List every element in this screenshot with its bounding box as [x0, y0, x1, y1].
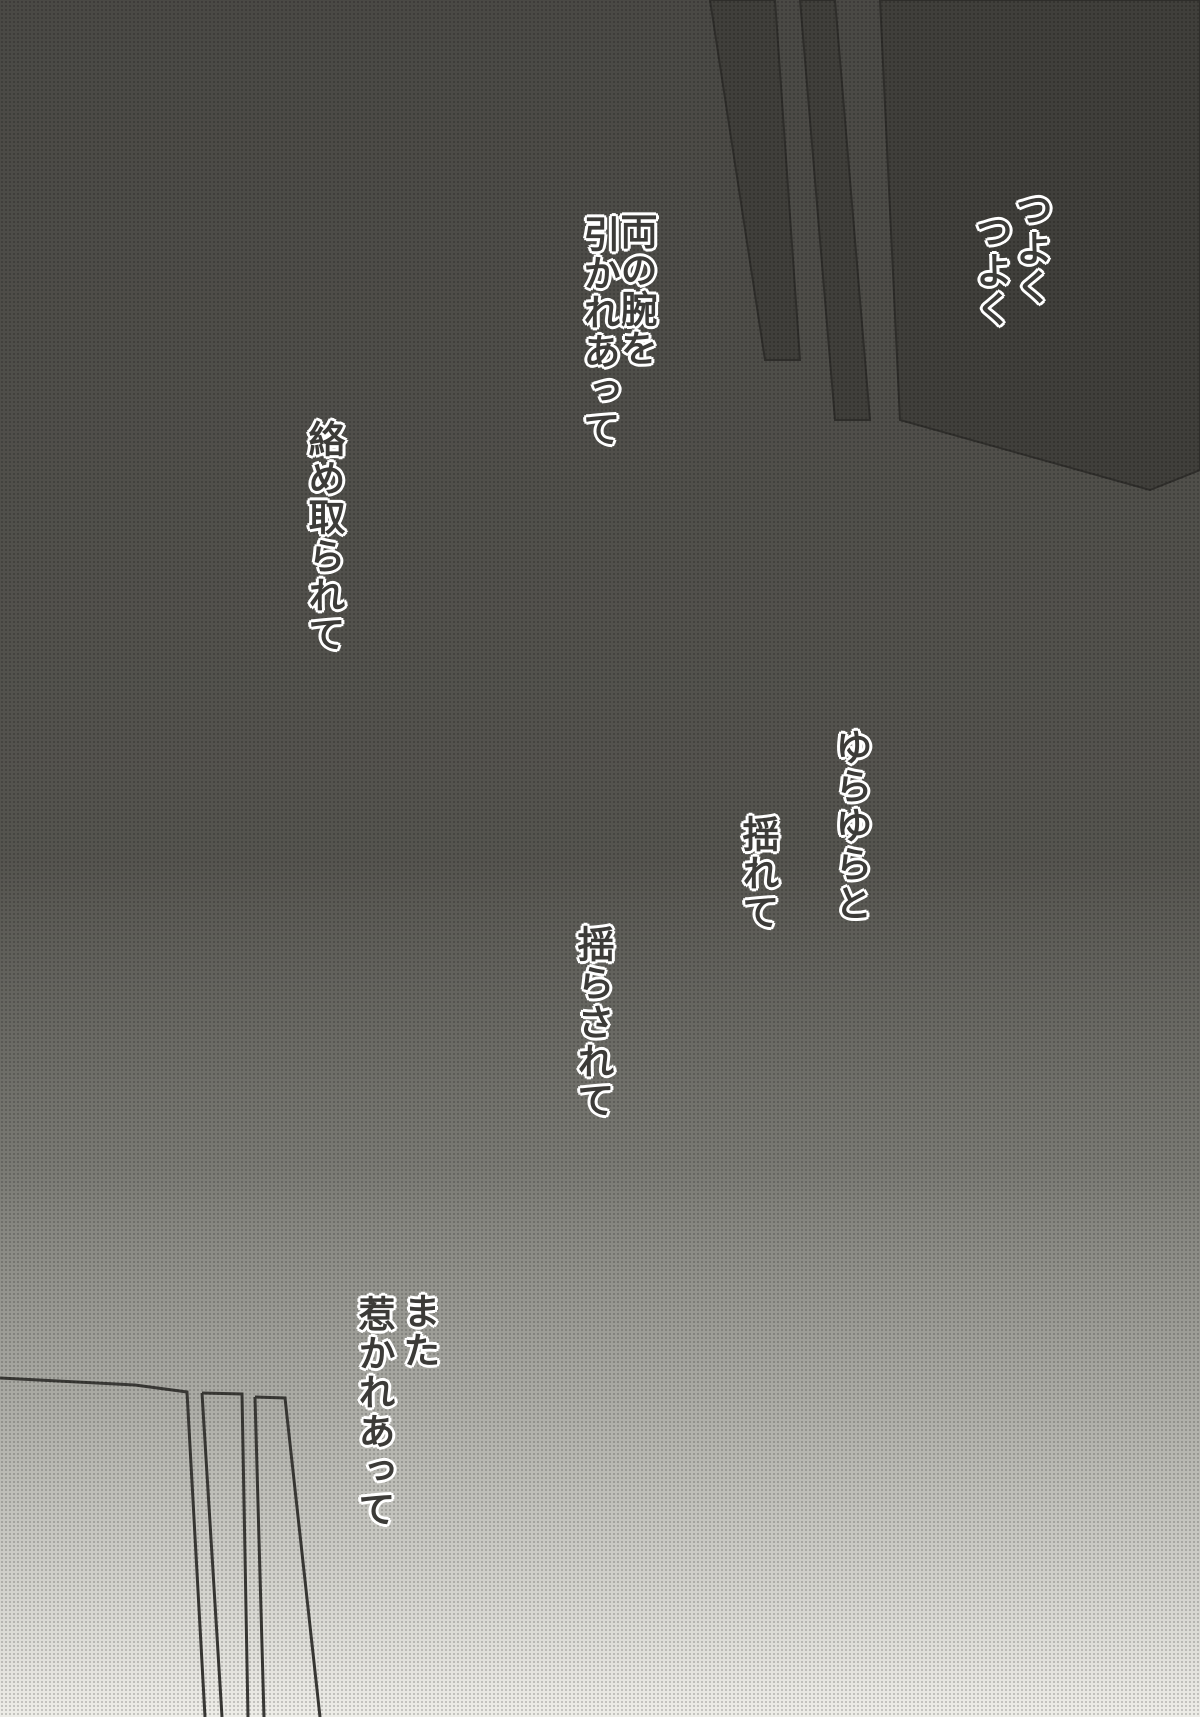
text-karametorarete: 絡め取られて: [302, 420, 345, 654]
text-mata: また: [397, 1292, 440, 1370]
frame-lines-bottom-left: [0, 1376, 322, 1717]
text-ryou-no-ude: 両の腕を: [614, 212, 657, 368]
text-hikareatte-2: 惹かれあって: [352, 1295, 395, 1529]
text-hikareatte: 引かれあって: [577, 215, 620, 449]
text-tsuyoku-1: つよく: [1009, 190, 1052, 307]
text-tsuyoku-2: つよく: [969, 212, 1012, 329]
text-yurasarete: 揺らされて: [571, 925, 614, 1120]
panel-shapes-top-right: [708, 0, 1200, 492]
text-yurete: 揺れて: [736, 815, 779, 932]
text-yurayurato: ゆらゆらと: [829, 728, 872, 923]
